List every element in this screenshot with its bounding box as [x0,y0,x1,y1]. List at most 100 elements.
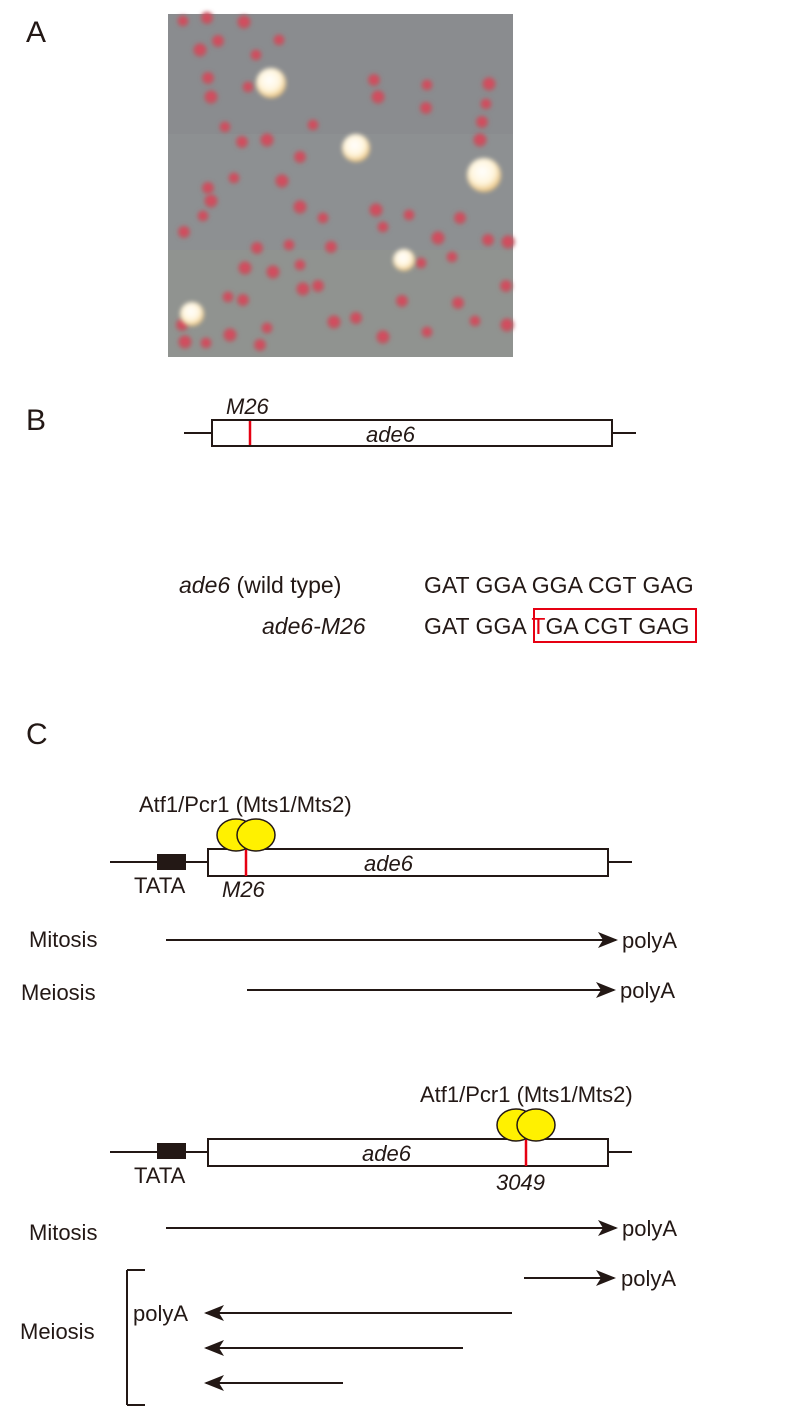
red-colony [367,73,381,87]
mutant-label: ade6-M26 [262,613,366,639]
ade6-gene-label: ade6 [366,422,416,447]
meiosis-label-bottom: Meiosis [20,1319,95,1344]
red-colony [197,210,209,222]
meiosis-label-top: Meiosis [21,980,96,1005]
white-colony [393,249,415,271]
red-colony [204,194,218,208]
ade6-label-bottom: ade6 [362,1141,412,1166]
red-colony [237,15,251,29]
protein-label-top: Atf1/Pcr1 (Mts1/Mts2) [139,792,352,817]
white-colony [467,158,501,192]
red-colony [403,209,415,221]
red-colony [260,133,274,147]
red-colony [253,338,267,352]
red-colony [421,79,433,91]
red-colony [469,315,481,327]
red-colony [349,311,363,325]
red-colony [294,259,306,271]
red-colony [327,315,341,329]
m26-label: M26 [226,394,270,419]
protein-label-bottom: Atf1/Pcr1 (Mts1/Mts2) [420,1082,633,1107]
red-colony [307,119,319,131]
red-colony [273,34,285,46]
colony-group [175,11,515,352]
polya-meiosis-top: polyA [620,978,675,1003]
red-colony [475,115,489,129]
white-colony [180,302,204,326]
red-colony [395,294,409,308]
red-colony [219,121,231,133]
tata-box-top [157,854,186,870]
red-colony [481,233,495,247]
sequence-comparison: ade6 (wild type) GAT GGA GGA CGT GAG ade… [179,572,697,643]
red-colony [236,293,250,307]
red-colony [431,231,445,245]
red-colony [200,337,212,349]
red-colony [266,265,280,279]
red-colony [369,203,383,217]
polya-mitosis-top: polyA [622,928,677,953]
tata-box-bottom [157,1143,186,1159]
red-colony [200,11,214,25]
red-colony [242,81,254,93]
red-colony [193,43,207,57]
red-colony [201,71,215,85]
red-colony [261,322,273,334]
ade6-gene-box-bottom [207,1138,609,1167]
panel-c-letter: C [26,718,48,751]
tata-label-top: TATA [134,873,186,898]
red-colony [482,77,496,91]
gene-map-b: M26 ade6 [184,394,636,447]
construct-m26: Atf1/Pcr1 (Mts1/Mts2) TATA M26 ade6 Mito… [21,792,677,1005]
mitosis-label-top: Mitosis [29,927,97,952]
red-colony [376,330,390,344]
colony-plate-photo [168,11,515,357]
mitosis-label-bottom: Mitosis [29,1220,97,1245]
red-colony [480,98,492,110]
panel-a-letter: A [26,16,46,49]
construct-3049: Atf1/Pcr1 (Mts1/Mts2) TATA 3049 ade6 Mit… [20,1082,677,1406]
red-colony [293,200,307,214]
mutant-sequence: GAT GGA TGA CGT GAG [424,613,689,639]
wt-label: ade6 (wild type) [179,572,341,598]
red-colony [223,328,237,342]
red-colony [177,225,191,239]
red-colony [415,257,427,269]
ade6-gene-box [211,419,613,447]
red-colony [324,240,338,254]
wt-sequence: GAT GGA GGA CGT GAG [424,572,694,598]
red-colony [499,279,513,293]
red-colony [283,239,295,251]
pcr1-protein-right-top [236,818,276,852]
red-colony [453,211,467,225]
m26-motif-box [533,608,697,643]
site-3049-label: 3049 [496,1170,545,1195]
red-colony [500,318,514,332]
panel-b-letter: B [26,404,46,437]
white-colony [342,134,370,162]
red-colony [501,235,515,249]
red-colony [317,212,329,224]
red-colony [178,335,192,349]
red-colony [371,90,385,104]
polya-mitosis-bottom: polyA [622,1216,677,1241]
red-colony [296,282,310,296]
red-colony [419,101,433,115]
red-colony [235,135,249,149]
red-colony [222,291,234,303]
red-colony [473,133,487,147]
red-colony [238,261,252,275]
white-colony [256,68,286,98]
red-colony [204,90,218,104]
red-colony [293,150,307,164]
red-colony [201,181,215,195]
pcr1-protein-right-bottom [516,1108,556,1142]
red-colony [250,241,264,255]
red-colony [451,296,465,310]
red-colony [228,172,240,184]
polya-meiosis-reverse: polyA [133,1301,188,1326]
red-colony [177,15,189,27]
red-colony [211,34,225,48]
m26-label-top: M26 [222,877,266,902]
